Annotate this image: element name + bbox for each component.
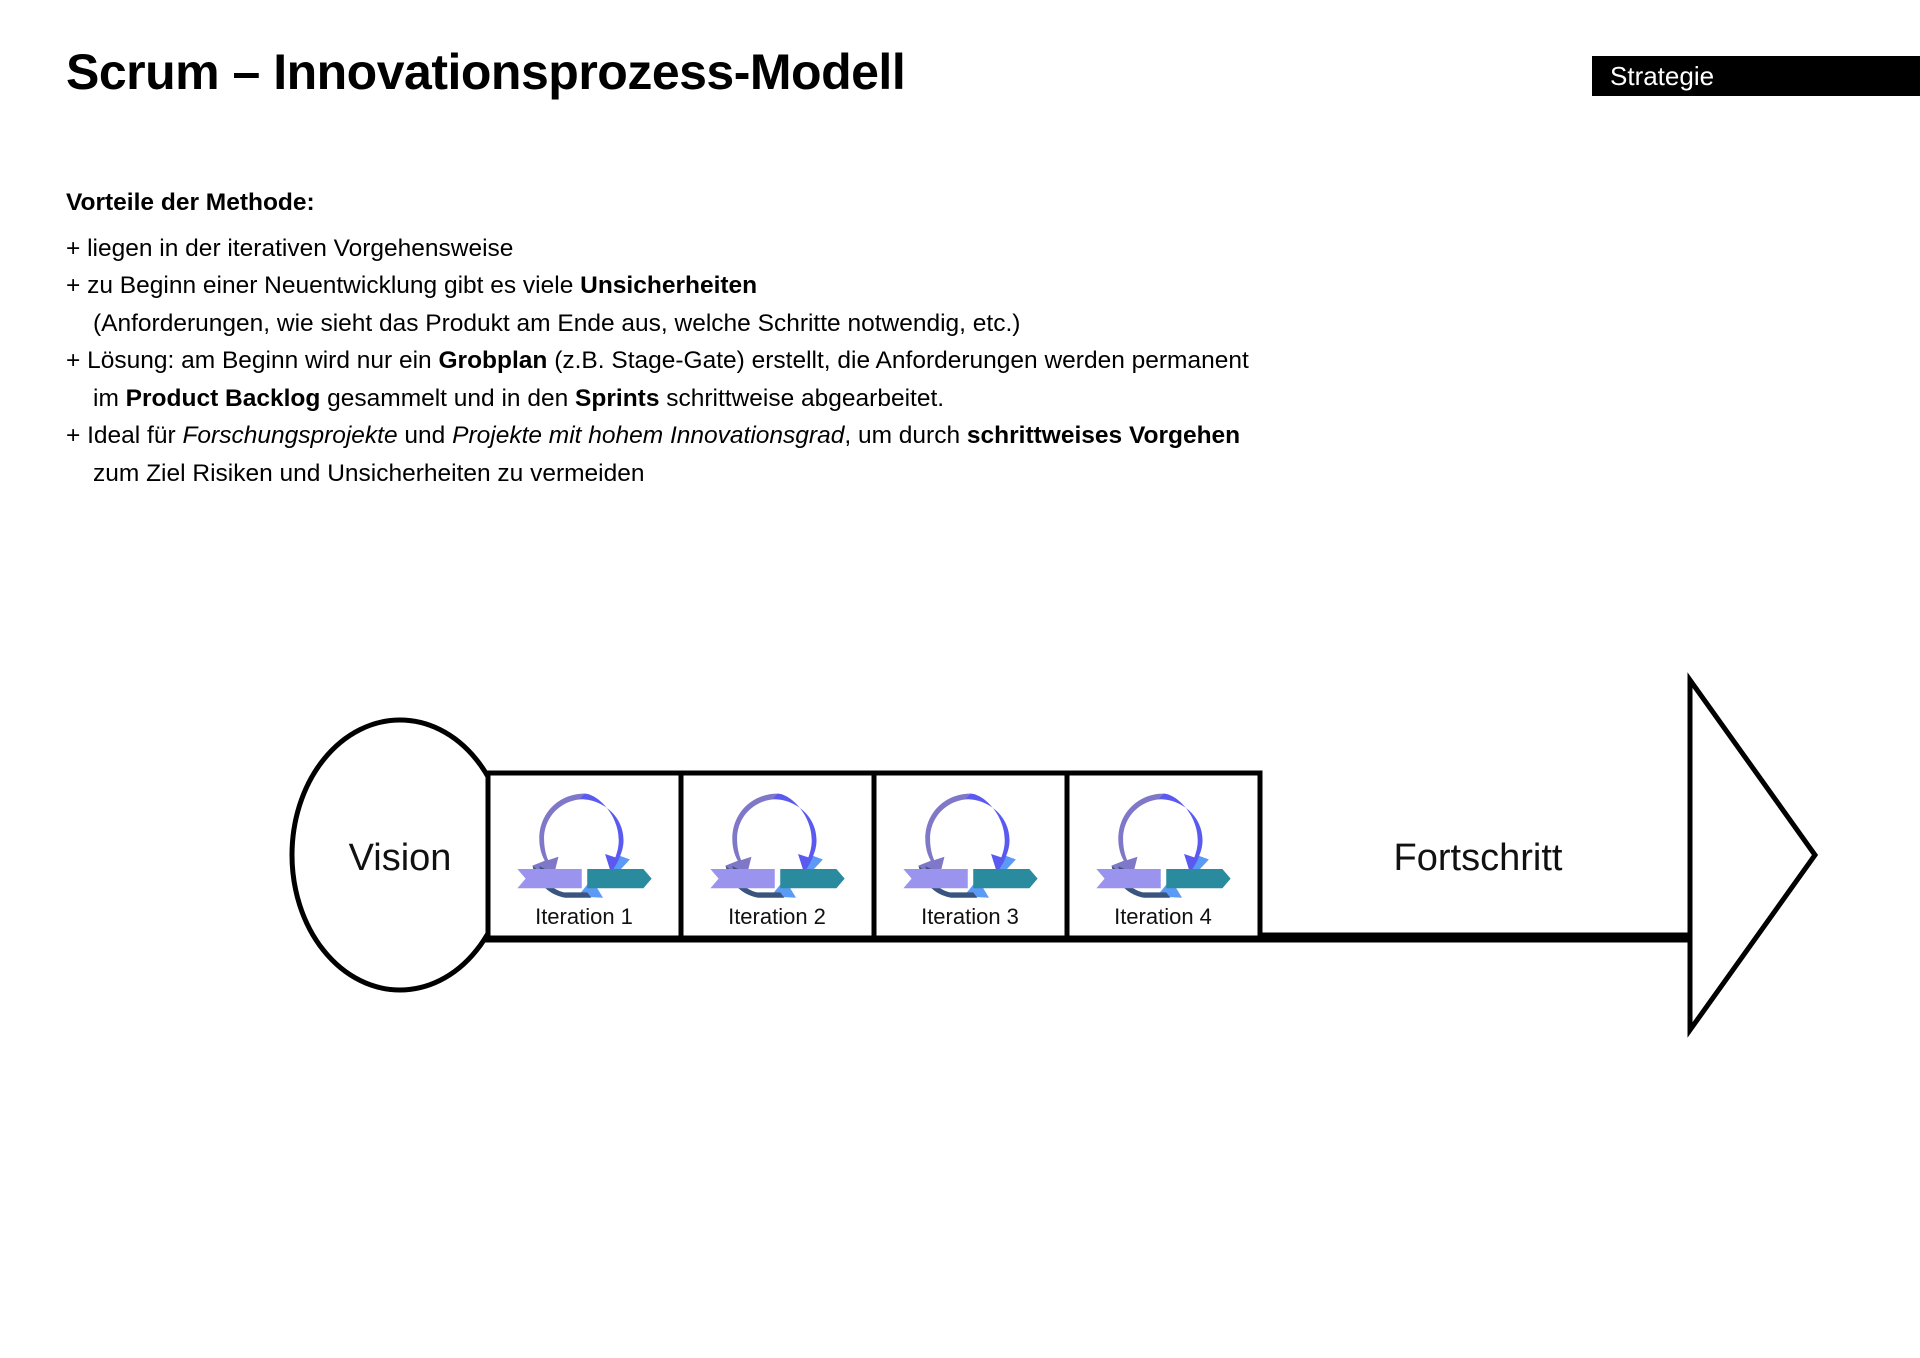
iteration-box [485,770,684,941]
advantages-line-list: + liegen in der iterativen Vorgehensweis… [66,230,1266,493]
iteration-box [871,770,1070,941]
progress-label: Fortschritt [1394,837,1563,879]
page-title: Scrum – Innovationsprozess-Modell [66,44,906,100]
advantage-text-segment: Grobplan [438,347,548,374]
advantage-line: im Product Backlog gesammelt und in den … [66,380,1266,418]
advantage-text-segment: , um durch [844,422,967,449]
iteration-box [1064,770,1263,941]
iteration-label: Iteration 4 [1114,904,1212,929]
iteration-boxes [485,770,1263,941]
advantage-line: + Lösung: am Beginn wird nur ein Grobpla… [66,342,1266,380]
advantage-text-segment: gesammelt und in den [320,384,576,412]
scrum-process-diagram: Vision Iteration 1 Iteration 2 Iteration… [0,640,1920,1060]
advantage-text-segment: + liegen in der iterativen Vorgehensweis… [66,234,514,262]
status-badge: Strategie [1592,56,1920,96]
advantage-text-segment: Projekte mit hohem Innovationsgrad [452,422,845,449]
advantage-text-segment: Product Backlog [125,384,321,412]
advantage-text-segment: schrittweises Vorgehen [966,422,1241,449]
advantages-heading: Vorteile der Methode: [66,189,315,216]
iteration-label: Iteration 1 [535,904,633,929]
advantage-text-segment: und [397,422,453,449]
advantage-text-segment: (z.B. Stage-Gate) erstellt, die Anforder… [547,347,1249,374]
advantage-text-segment: Forschungsprojekte [182,422,398,449]
advantage-line: zum Ziel Risiken und Unsicherheiten zu v… [66,455,1266,493]
advantage-text-segment: + zu Beginn einer Neuentwicklung gibt es… [66,272,581,299]
advantage-text-segment: im [93,384,126,412]
advantage-text-segment: + Lösung: am Beginn wird nur ein [66,347,439,374]
iteration-label: Iteration 3 [921,904,1019,929]
advantage-text-segment: (Anforderungen, wie sieht das Produkt am… [93,309,1021,337]
advantage-text-segment: schrittweise abgearbeitet. [659,384,945,412]
advantage-text-segment: Sprints [575,384,660,412]
advantage-line: + zu Beginn einer Neuentwicklung gibt es… [66,267,1266,305]
advantage-line: + liegen in der iterativen Vorgehensweis… [66,230,1266,268]
advantage-text-segment: + Ideal für [66,422,183,449]
iteration-label: Iteration 2 [728,904,826,929]
advantage-text-segment: zum Ziel Risiken und Unsicherheiten zu v… [93,459,645,487]
advantages-text-block: Vorteile der Methode: + liegen in der it… [66,184,1266,492]
advantage-line: (Anforderungen, wie sieht das Produkt am… [66,305,1266,343]
vision-label: Vision [349,837,452,879]
advantage-text-segment: Unsicherheiten [580,272,758,299]
advantage-line: + Ideal für Forschungsprojekte und Proje… [66,417,1266,455]
